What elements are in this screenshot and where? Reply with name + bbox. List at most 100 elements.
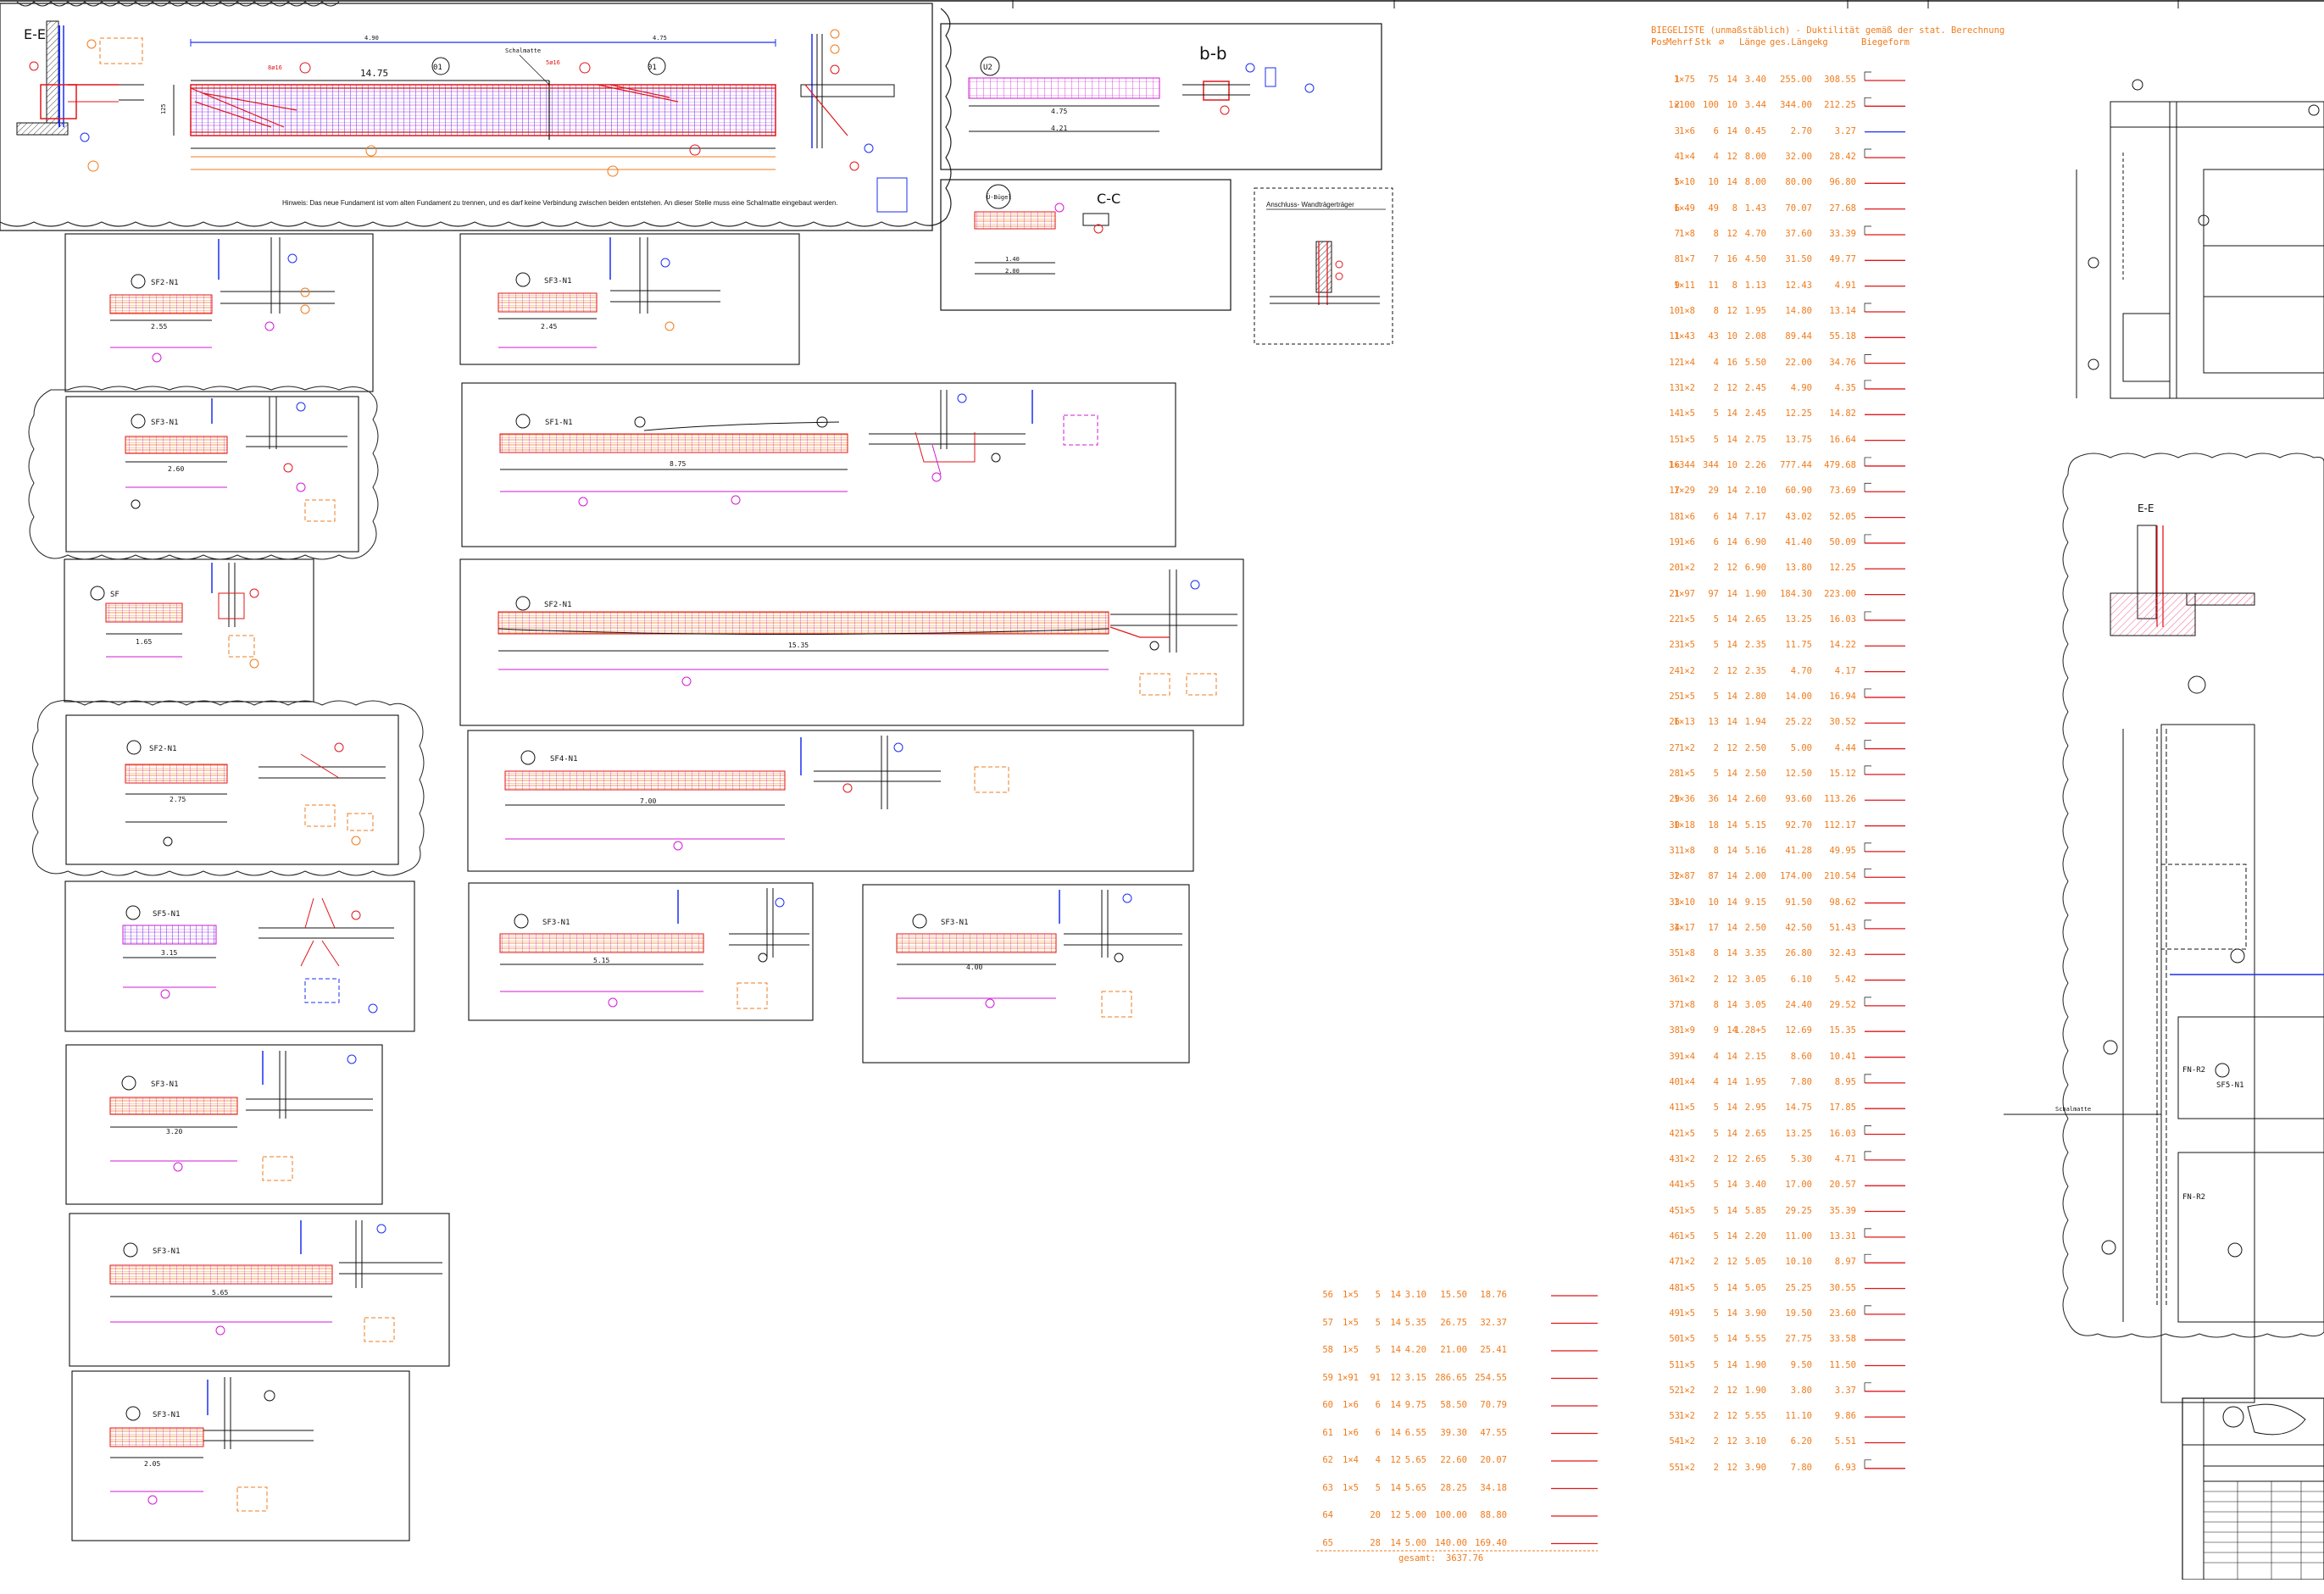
schedule-cell: 15.12 xyxy=(1829,768,1856,779)
schedule-cell: 14 xyxy=(1726,408,1737,419)
schedule-cell: 1×2 xyxy=(1679,1257,1695,1268)
schedule-cell: 5.42 xyxy=(1834,974,1856,985)
schedule-cell: 1×8 xyxy=(1679,948,1695,959)
sheet-top-border xyxy=(0,0,2324,8)
bending-shape-hook xyxy=(1864,1125,1871,1135)
schedule-cell: 5 xyxy=(1713,408,1719,419)
schedule-cell: 8.60 xyxy=(1790,1051,1812,1062)
schedule-cell: 34.76 xyxy=(1829,357,1856,368)
schedule-cell: 308.55 xyxy=(1824,75,1856,85)
schedule-cell: 1×87 xyxy=(1673,871,1695,882)
schedule-cell: 7 xyxy=(1674,228,1680,239)
schedule-cell: 1×5 xyxy=(1679,640,1695,651)
schedule-cell: 3 xyxy=(1674,125,1680,136)
bending-shape-hook xyxy=(1864,765,1871,775)
detail-id: SF5-N1 xyxy=(153,910,181,919)
svg-text:4.90: 4.90 xyxy=(364,35,379,42)
schedule-cell: 61 xyxy=(1322,1427,1333,1438)
schedule-cell: 1×4 xyxy=(1679,357,1695,368)
schedule-cell: 254.55 xyxy=(1475,1372,1507,1383)
schedule-cell: 40 xyxy=(1669,1076,1680,1087)
schedule-cell: 2 xyxy=(1713,1411,1719,1422)
schedule-cell: 14 xyxy=(1726,1076,1737,1087)
schedule-cell: 3.27 xyxy=(1834,125,1856,136)
schedule-cell: 479.68 xyxy=(1824,459,1856,470)
schedule-cell: 28 xyxy=(1669,768,1680,779)
schedule-cell: 1×2 xyxy=(1679,1436,1695,1447)
schedule-cell: 98.62 xyxy=(1829,897,1856,908)
schedule-cell: 14 xyxy=(1390,1290,1401,1300)
schedule-cell: 2 xyxy=(1713,1385,1719,1396)
schedule-cell: 6 xyxy=(1713,125,1719,136)
schedule-cell: 14 xyxy=(1726,1025,1737,1036)
schedule-cell: 25 xyxy=(1669,691,1680,702)
schedule-header-cell: Pos xyxy=(1651,37,1667,47)
bending-shape-hook xyxy=(1864,611,1871,620)
schedule-cell: 29 xyxy=(1708,486,1719,497)
schedule-cell: 62 xyxy=(1322,1455,1333,1465)
schedule-cell: 80.00 xyxy=(1785,177,1812,188)
bending-shape-hook xyxy=(1864,534,1871,543)
detail-dim: 3.15 xyxy=(161,949,177,957)
schedule-cell: 46 xyxy=(1669,1230,1680,1241)
svg-text:8ø16: 8ø16 xyxy=(268,64,282,71)
schedule-cell: 1×8 xyxy=(1679,228,1695,239)
detail-boxes: SF2-N1 2.55 SF3-N1 2.45 xyxy=(28,233,1244,1541)
schedule-cell: 37 xyxy=(1669,999,1680,1010)
schedule-cell: 1.28+5 xyxy=(1734,1025,1766,1036)
schedule-cell: 1×4 xyxy=(1679,1051,1695,1062)
schedule-cell: 13 xyxy=(1708,717,1719,728)
detail-id: SF3-N1 xyxy=(151,419,179,427)
schedule-cell: 2 xyxy=(1713,563,1719,574)
schedule-cell: 8 xyxy=(1732,280,1737,291)
schedule-header-cell: Mehrf. xyxy=(1666,37,1699,47)
detail-sf3-n1-b: SF3-N1 2.60 xyxy=(28,386,379,560)
schedule-cell: 14 xyxy=(1726,1230,1737,1241)
schedule-cell: 1×5 xyxy=(1679,434,1695,445)
schedule-cell: 1×4 xyxy=(1679,151,1695,162)
bending-shape-hook xyxy=(1864,868,1871,878)
schedule-cell: 8.00 xyxy=(1744,151,1766,162)
schedule-cell: 12 xyxy=(1726,1462,1737,1473)
detail-id: SF3-N1 xyxy=(542,919,570,927)
total-value: 3637.76 xyxy=(1446,1553,1484,1563)
schedule-cell: 5 xyxy=(1713,1359,1719,1370)
bending-schedule-total: gesamt: 3637.76 xyxy=(1398,1553,1721,1565)
schedule-cell: 1×2 xyxy=(1679,1153,1695,1164)
schedule-cell: 39 xyxy=(1669,1051,1680,1062)
schedule-cell: 11 xyxy=(1708,280,1719,291)
schedule-cell: 12.43 xyxy=(1785,280,1812,291)
schedule-cell: 16 xyxy=(1669,459,1680,470)
schedule-cell: 344 xyxy=(1703,459,1719,470)
schedule-cell: 63 xyxy=(1322,1482,1333,1493)
schedule-cell: 15.50 xyxy=(1440,1290,1467,1300)
schedule-cell: 19 xyxy=(1669,536,1680,547)
schedule-cell: 12 xyxy=(1390,1372,1401,1383)
schedule-cell: 1×5 xyxy=(1679,1205,1695,1216)
ubuegel-dim-1: 1.40 xyxy=(1005,256,1020,263)
schedule-cell: 5.00 xyxy=(1404,1537,1426,1548)
schedule-cell: 1.90 xyxy=(1744,1359,1766,1370)
schedule-cell: 25.41 xyxy=(1480,1345,1507,1355)
fn-r2-label-a: FN-R2 xyxy=(2182,1066,2205,1075)
schedule-cell: 2 xyxy=(1713,974,1719,985)
schedule-cell: 1×4 xyxy=(1343,1455,1359,1465)
schedule-cell: 10 xyxy=(1726,459,1737,470)
schedule-cell: 1×100 xyxy=(1668,100,1695,111)
schedule-cell: 5 xyxy=(1375,1290,1381,1300)
schedule-cell: 2.50 xyxy=(1744,768,1766,779)
schedule-cell: 36 xyxy=(1669,974,1680,985)
schedule-cell: 12 xyxy=(1726,563,1737,574)
schedule-cell: 22.00 xyxy=(1785,357,1812,368)
schedule-cell: 3.10 xyxy=(1744,1436,1766,1447)
schedule-cell: 49 xyxy=(1669,1308,1680,1319)
schedule-cell: 4 xyxy=(1713,1051,1719,1062)
schedule-cell: 1×17 xyxy=(1673,922,1695,933)
